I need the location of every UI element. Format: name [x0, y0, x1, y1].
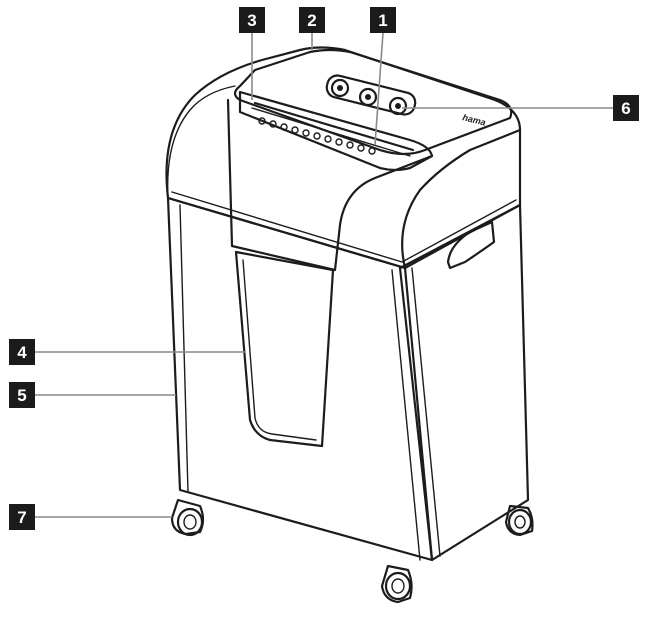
button-3 — [388, 96, 408, 116]
callout-3: 3 — [239, 7, 265, 33]
top-panel — [233, 48, 513, 156]
feed-symbols — [258, 117, 376, 155]
head-front-cover — [226, 98, 434, 272]
carry-handle — [446, 220, 496, 270]
callout-1: 1 — [370, 7, 396, 33]
control-buttons — [325, 74, 417, 116]
window — [234, 250, 335, 448]
leader-line-1 — [374, 32, 384, 146]
bin-front-panel — [166, 196, 434, 562]
caster-front — [380, 564, 413, 604]
brand-logo: hama — [462, 112, 487, 127]
paper-slot — [253, 101, 415, 152]
caster-left — [170, 498, 205, 537]
cutting-head — [165, 46, 522, 270]
callout-7: 7 — [9, 504, 35, 530]
leader-lines — [35, 32, 613, 518]
shredder-body: hama — [165, 46, 534, 604]
button-2 — [358, 87, 378, 107]
button-1 — [330, 78, 350, 98]
callout-4: 4 — [9, 339, 35, 365]
feed-slot-area — [238, 90, 434, 172]
callout-2: 2 — [299, 7, 325, 33]
callout-6: 6 — [613, 95, 639, 121]
callout-5: 5 — [9, 382, 35, 408]
caster-right — [504, 504, 534, 537]
